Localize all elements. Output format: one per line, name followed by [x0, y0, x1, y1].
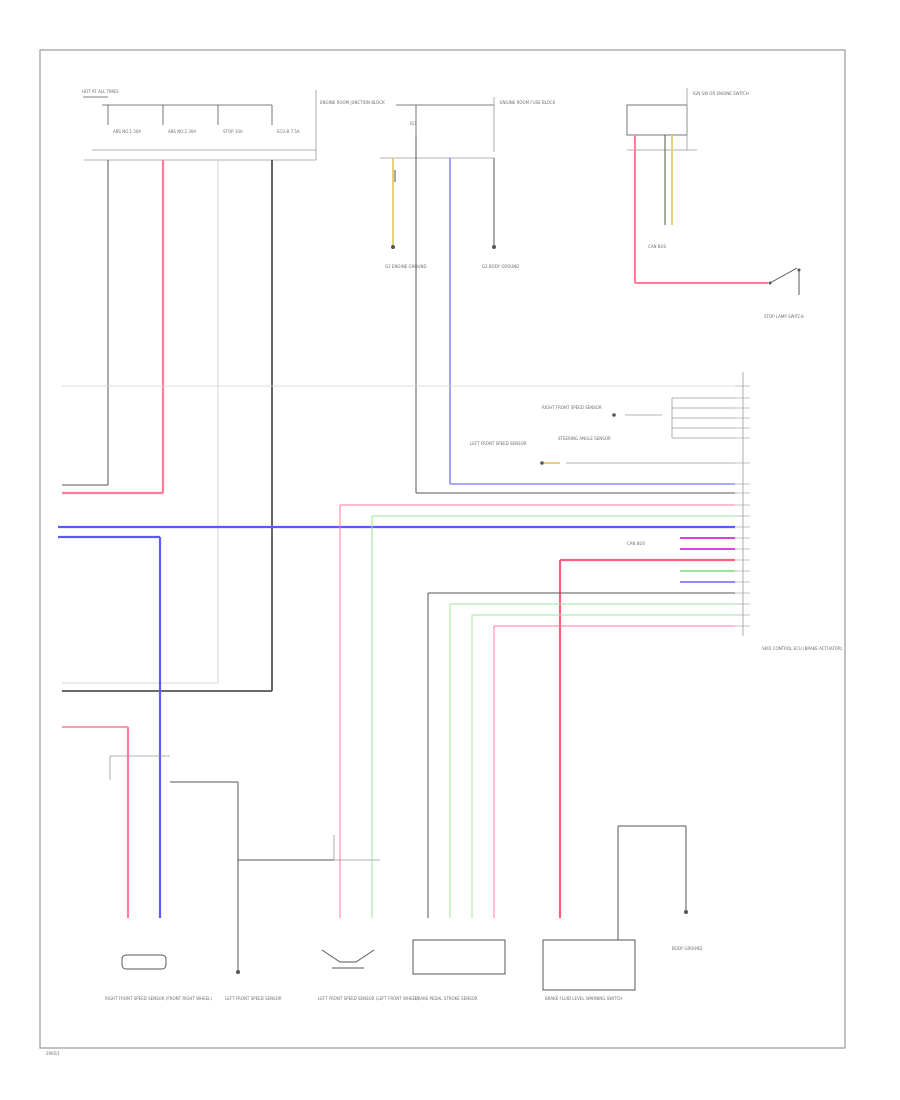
stop-switch-label: STOP LAMP SWITCH — [764, 314, 804, 319]
fuse-block-top-label: ENGINE ROOM FUSE BLOCK — [500, 100, 556, 105]
ignition-label: IGN SW OR ENGINE SWITCH — [693, 91, 749, 96]
left-sensor-ref-label: LEFT FRONT SPEED SENSOR — [470, 441, 527, 446]
bottom-label-4: BRAKE PEDAL STROKE SENSOR — [415, 996, 478, 1001]
fuse-block-top: IG1 ENGINE ROOM FUSE BLOCK G1 ENGINE GRO… — [380, 97, 556, 269]
fuse-3-label: STOP 10A — [223, 129, 243, 134]
brake-fluid-switch — [542, 939, 636, 991]
bottom-label-5: BRAKE FLUID LEVEL WARNING SWITCH — [545, 996, 622, 1001]
connector-b-label: CAN BUS — [627, 541, 645, 546]
ground-left-b: G2 BODY GROUND — [482, 264, 519, 269]
bottom-label-6: BODY GROUND — [672, 946, 702, 951]
diagram-frame — [39, 49, 846, 1049]
bottom-label-1: RIGHT FRONT SPEED SENSOR (FRONT RIGHT WH… — [105, 996, 212, 1001]
page-id: 2965/1 — [46, 1051, 61, 1056]
junction-block-label: ENGINE ROOM JUNCTION BLOCK — [320, 100, 385, 105]
fuse-top-label: IG1 — [410, 121, 417, 126]
bottom-components: RIGHT FRONT SPEED SENSOR (FRONT RIGHT WH… — [105, 825, 702, 1001]
skid-control-ecu: SKID CONTROL ECU (BRAKE ACTUATOR) CAN BU… — [627, 372, 843, 651]
connector-a-label: CAN BUS — [648, 244, 666, 249]
fuse-4-label: ECU-B 7.5A — [277, 129, 300, 134]
left-speed-sensor — [321, 949, 375, 969]
main-wires — [62, 135, 735, 692]
brake-pedal-stroke-sensor — [412, 939, 506, 975]
right-speed-sensor — [121, 954, 167, 970]
bottom-label-2: LEFT FRONT SPEED SENSOR — [225, 996, 282, 1001]
right-sensor-label: RIGHT FRONT SPEED SENSOR — [542, 405, 602, 410]
fuse-2-label: ABS NO.2 30A — [168, 129, 196, 134]
steering-sensor-label: STEERING ANGLE SENSOR — [558, 436, 611, 441]
fuse-1-label: ABS NO.1 50A — [113, 129, 141, 134]
left-lower-circuit — [62, 726, 380, 974]
ignition-block: IGN SW OR ENGINE SWITCH CAN BUS STOP LAM… — [626, 88, 804, 319]
right-sensors: RIGHT FRONT SPEED SENSOR LEFT FRONT SPEE… — [470, 397, 735, 465]
ground-left-a: G1 ENGINE GROUND — [385, 264, 427, 269]
skid-control-label: SKID CONTROL ECU (BRAKE ACTUATOR) — [762, 646, 843, 651]
fuse-block-left: HOT AT ALL TIMES ABS NO.1 50A ABS NO.2 3… — [82, 89, 385, 161]
bus-wires — [58, 504, 735, 918]
bottom-label-3: LEFT FRONT SPEED SENSOR (LEFT FRONT WHEE… — [318, 996, 419, 1001]
hot-label: HOT AT ALL TIMES — [82, 89, 119, 94]
